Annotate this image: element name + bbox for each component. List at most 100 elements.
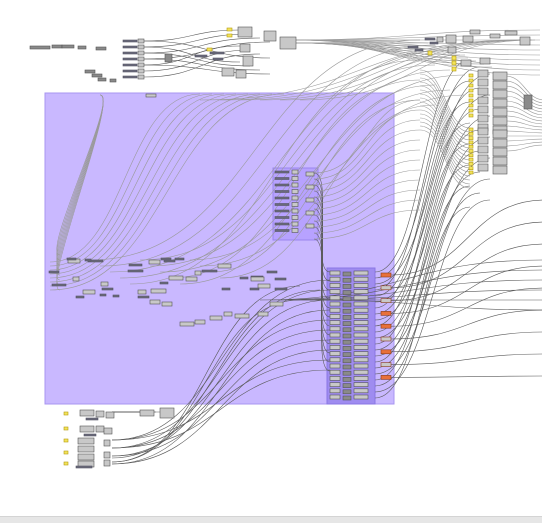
component-node[interactable] <box>82 289 96 295</box>
number-panel[interactable] <box>468 162 474 166</box>
number-panel[interactable] <box>468 108 474 113</box>
component-node[interactable] <box>329 289 341 294</box>
component-node[interactable] <box>492 138 508 148</box>
number-panel[interactable] <box>468 83 474 88</box>
component-node[interactable] <box>95 425 105 433</box>
component-node[interactable] <box>523 94 533 110</box>
output-node[interactable] <box>380 272 392 278</box>
component-node[interactable] <box>353 320 369 325</box>
component-node[interactable] <box>161 301 173 307</box>
number-panel[interactable] <box>63 411 69 416</box>
component-node[interactable] <box>342 333 352 339</box>
component-node[interactable] <box>137 56 145 62</box>
component-node[interactable] <box>342 315 352 320</box>
component-node[interactable] <box>342 277 352 283</box>
component-node[interactable] <box>353 363 369 369</box>
component-node[interactable] <box>305 184 315 190</box>
component-node[interactable] <box>329 357 341 363</box>
component-node[interactable] <box>179 321 195 327</box>
component-node[interactable] <box>291 202 299 207</box>
component-node[interactable] <box>329 345 341 350</box>
number-panel[interactable] <box>468 132 474 136</box>
component-node[interactable] <box>257 311 269 317</box>
component-node[interactable] <box>492 116 508 126</box>
component-node[interactable] <box>460 59 472 67</box>
component-node[interactable] <box>353 326 369 332</box>
component-node[interactable] <box>79 425 95 433</box>
component-node[interactable] <box>329 320 341 325</box>
component-node[interactable] <box>353 314 369 319</box>
component-node[interactable] <box>305 210 315 216</box>
number-panel[interactable] <box>468 170 474 175</box>
number-panel[interactable] <box>468 153 474 158</box>
param-node[interactable] <box>91 73 103 78</box>
component-node[interactable] <box>242 55 254 67</box>
component-node[interactable] <box>159 407 175 419</box>
component-node[interactable] <box>329 351 341 356</box>
component-node[interactable] <box>137 74 145 80</box>
component-node[interactable] <box>291 228 299 233</box>
component-node[interactable] <box>263 30 277 42</box>
number-panel[interactable] <box>468 136 474 140</box>
component-node[interactable] <box>342 339 352 345</box>
component-node[interactable] <box>194 319 206 325</box>
component-node[interactable] <box>477 96 489 105</box>
component-node[interactable] <box>194 270 202 276</box>
output-node[interactable] <box>380 375 392 380</box>
number-panel[interactable] <box>63 426 69 431</box>
component-node[interactable] <box>145 93 157 98</box>
component-node[interactable] <box>353 295 369 301</box>
component-node[interactable] <box>329 363 341 369</box>
component-node[interactable] <box>329 382 341 387</box>
component-node[interactable] <box>492 80 508 90</box>
output-node[interactable] <box>380 336 392 342</box>
param-node[interactable] <box>29 45 51 50</box>
number-panel[interactable] <box>468 103 474 108</box>
component-node[interactable] <box>353 382 369 387</box>
component-node[interactable] <box>329 295 341 301</box>
component-node[interactable] <box>353 345 369 350</box>
component-node[interactable] <box>353 332 369 338</box>
component-node[interactable] <box>239 43 251 53</box>
component-node[interactable] <box>217 263 232 269</box>
component-node[interactable] <box>342 346 352 351</box>
component-node[interactable] <box>477 163 489 172</box>
number-panel[interactable] <box>468 93 474 98</box>
output-node[interactable] <box>380 311 392 316</box>
component-node[interactable] <box>77 437 95 445</box>
component-node[interactable] <box>492 71 508 81</box>
component-node[interactable] <box>477 136 489 145</box>
param-node[interactable] <box>51 44 63 49</box>
output-node[interactable] <box>380 323 392 329</box>
component-node[interactable] <box>329 301 341 307</box>
component-node[interactable] <box>103 427 113 435</box>
component-node[interactable] <box>342 327 352 333</box>
component-node[interactable] <box>209 315 223 321</box>
component-node[interactable] <box>477 105 489 114</box>
number-panel[interactable] <box>468 140 474 145</box>
component-node[interactable] <box>477 69 489 78</box>
number-panel[interactable] <box>451 66 457 72</box>
component-node[interactable] <box>342 308 352 314</box>
component-node[interactable] <box>329 376 341 381</box>
component-node[interactable] <box>223 311 233 317</box>
component-node[interactable] <box>342 395 352 401</box>
component-node[interactable] <box>279 36 297 50</box>
component-node[interactable] <box>353 351 369 356</box>
output-node[interactable] <box>380 298 392 303</box>
component-node[interactable] <box>342 377 352 382</box>
component-node[interactable] <box>492 129 508 139</box>
number-panel[interactable] <box>468 157 474 162</box>
component-node[interactable] <box>329 338 341 344</box>
component-node[interactable] <box>291 208 299 214</box>
component-node[interactable] <box>342 389 352 395</box>
output-node[interactable] <box>380 362 392 367</box>
component-node[interactable] <box>237 26 253 38</box>
component-node[interactable] <box>353 301 369 307</box>
component-node[interactable] <box>492 107 508 117</box>
component-node[interactable] <box>185 276 198 282</box>
component-node[interactable] <box>72 276 80 282</box>
component-node[interactable] <box>329 276 341 282</box>
number-panel[interactable] <box>63 450 69 455</box>
